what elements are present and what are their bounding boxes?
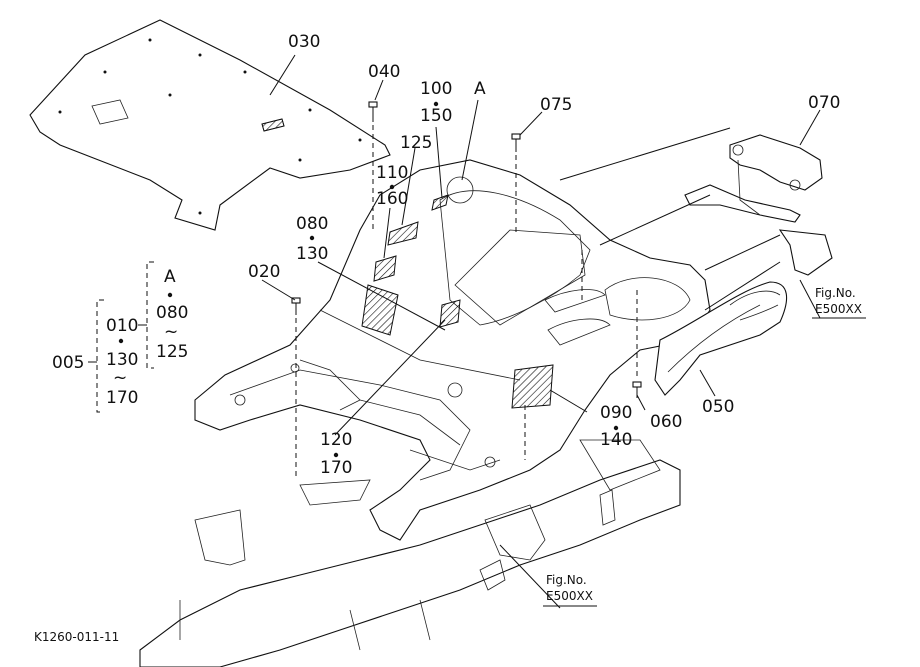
callout-130: 130 — [296, 244, 328, 264]
callout-080: 080 — [296, 214, 328, 234]
callout-110: 110 — [376, 163, 408, 183]
callout-140: 140 — [600, 430, 632, 450]
fig-ref-label: Fig.No. — [815, 286, 856, 300]
callout-010: 010 — [106, 316, 138, 336]
callout-dot — [389, 184, 395, 190]
callout-160: 160 — [376, 189, 408, 209]
callout-A: A — [474, 79, 486, 99]
fig-ref-right: Fig.No. E500XX — [812, 286, 866, 319]
callout-150: 150 — [420, 106, 452, 126]
callout-dot — [333, 452, 339, 458]
callout-070: 070 — [808, 93, 840, 113]
bolt-020 — [291, 297, 301, 315]
callout-075: 075 — [540, 95, 572, 115]
callout-120: 120 — [320, 430, 352, 450]
bolt-075 — [511, 133, 521, 152]
fig-ref-label: Fig.No. — [546, 573, 587, 587]
callout-170: 170 — [320, 458, 352, 478]
fender-floor-panel — [194, 159, 711, 541]
callout-dot — [118, 338, 124, 344]
fig-ref-number: E500XX — [815, 302, 862, 316]
leader-lines — [261, 54, 821, 609]
callout-005: 005 — [52, 353, 84, 373]
bracket-part — [684, 134, 833, 276]
callout-group-to: 125 — [156, 342, 188, 362]
assembly-group-bracket: 005 010 130 ~ 170 A 080 ~ 125 — [52, 261, 188, 413]
step-part — [654, 281, 788, 396]
callout-dot — [613, 425, 619, 431]
callout-range-tilde: ~ — [113, 368, 127, 388]
callout-dot — [433, 101, 439, 107]
callout-010-to: 170 — [106, 388, 138, 408]
drawing-id: K1260-011-11 — [34, 630, 119, 644]
callout-020: 020 — [248, 262, 280, 282]
fig-ref-bottom: Fig.No. E500XX — [543, 573, 597, 607]
callout-050: 050 — [702, 397, 734, 417]
decal-hatches — [261, 118, 554, 409]
tractor-frame — [139, 439, 681, 667]
callout-range-tilde: ~ — [164, 322, 178, 342]
callout-030: 030 — [288, 32, 320, 52]
callout-125: 125 — [400, 133, 432, 153]
callout-090: 090 — [600, 403, 632, 423]
fig-ref-number: E500XX — [546, 589, 593, 603]
callout-group-A: A — [164, 267, 176, 287]
callout-group-from: 080 — [156, 303, 188, 323]
callout-010-from: 130 — [106, 350, 138, 370]
bolt-060 — [632, 381, 642, 398]
callout-060: 060 — [650, 412, 682, 432]
callout-040: 040 — [368, 62, 400, 82]
callout-dot — [309, 235, 315, 241]
floor-mat-part — [29, 19, 391, 231]
callout-labels: 030 040 100 150 A 075 070 125 110 160 08… — [248, 32, 840, 478]
callout-dot — [167, 292, 173, 298]
assembly-lines — [295, 125, 781, 480]
bolt-040 — [368, 101, 378, 122]
callout-100: 100 — [420, 79, 452, 99]
